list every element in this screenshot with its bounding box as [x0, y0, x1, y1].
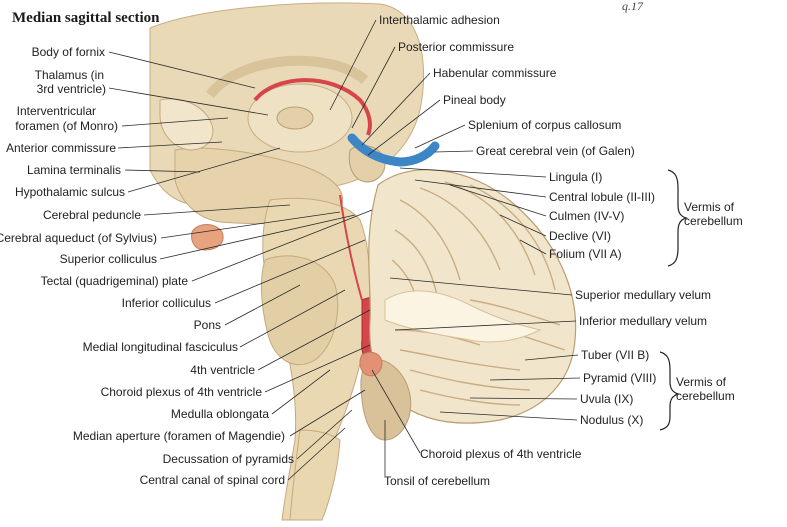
label-tonsil-of-cerebellum: Tonsil of cerebellum [384, 474, 490, 488]
label-central-lobule: Central lobule (II-III) [549, 190, 655, 204]
label-anterior-commissure: Anterior commissure [6, 141, 116, 155]
spinal-cord-shape [289, 429, 341, 521]
label-nodulus: Nodulus (X) [580, 413, 643, 427]
label-interthalamic-adhesion: Interthalamic adhesion [379, 13, 500, 27]
cerebral-aqueduct-line [339, 194, 363, 301]
label-choroid-plexus-left: Choroid plexus of 4th ventricle [101, 385, 263, 399]
leader-lines [108, 19, 581, 481]
figure-title: Median sagittal section [12, 10, 160, 26]
label-interventricular-line1: Interventricular [17, 104, 96, 118]
arbor-vitae-shape [384, 290, 542, 343]
label-uvula: Uvula (IX) [580, 392, 633, 406]
vermis-brace-lower [659, 351, 680, 431]
cerebellum-shape [368, 169, 577, 424]
pons-shape [260, 255, 339, 366]
label-cerebral-peduncle: Cerebral peduncle [43, 208, 141, 222]
label-habenular-commissure: Habenular commissure [433, 66, 557, 80]
label-vermis-lower-line2: cerebellum [676, 389, 735, 403]
label-pons: Pons [194, 318, 221, 332]
label-hypothalamic-sulcus: Hypothalamic sulcus [15, 185, 125, 199]
label-medulla-oblongata: Medulla oblongata [171, 407, 269, 421]
label-median-aperture: Median aperture (foramen of Magendie) [73, 429, 285, 443]
label-inferior-colliculus: Inferior colliculus [122, 296, 211, 310]
label-decussation-of-pyramids: Decussation of pyramids [163, 452, 294, 466]
third-ventricle-line [253, 78, 372, 136]
label-superior-medullary-velum: Superior medullary velum [575, 288, 711, 302]
label-vermis-upper-line2: cerebellum [684, 214, 743, 228]
label-thalamus-line1: Thalamus (in [35, 68, 104, 82]
brace-labels: Vermis of cerebellum Vermis of cerebellu… [676, 200, 743, 403]
pituitary-shape [191, 224, 224, 251]
label-folium: Folium (VII A) [549, 247, 622, 261]
label-cerebral-aqueduct: Cerebral aqueduct (of Sylvius) [0, 231, 157, 245]
label-4th-ventricle: 4th ventricle [190, 363, 255, 377]
interthalamic-adhesion-shape [276, 106, 314, 130]
choroid-plexus-shape [359, 351, 383, 377]
label-pineal-body: Pineal body [443, 93, 506, 107]
label-great-cerebral-vein: Great cerebral vein (of Galen) [476, 144, 635, 158]
label-medial-longitudinal-fasciculus: Medial longitudinal fasciculus [83, 340, 238, 354]
label-vermis-upper-line1: Vermis of [684, 200, 735, 214]
label-choroid-plexus-bottom: Choroid plexus of 4th ventricle [420, 447, 582, 461]
label-culmen: Culmen (IV-V) [549, 209, 624, 223]
label-thalamus-line2: 3rd ventricle) [37, 82, 106, 96]
label-body-of-fornix: Body of fornix [32, 45, 105, 59]
left-labels: Body of fornix Thalamus (in 3rd ventricl… [0, 45, 294, 487]
label-pyramid: Pyramid (VIII) [583, 371, 656, 385]
right-labels: Interthalamic adhesion Posterior commiss… [379, 13, 711, 427]
label-vermis-lower-line1: Vermis of [676, 375, 727, 389]
label-tuber: Tuber (VII B) [581, 348, 649, 362]
label-central-canal: Central canal of spinal cord [140, 473, 285, 487]
illustration [149, 2, 577, 521]
label-posterior-commissure: Posterior commissure [398, 40, 514, 54]
label-tectal-plate: Tectal (quadrigeminal) plate [41, 274, 189, 288]
label-superior-colliculus: Superior colliculus [60, 252, 157, 266]
great-cerebral-vein-shape [347, 133, 440, 167]
label-lingula: Lingula (I) [549, 170, 602, 184]
bottom-labels: Choroid plexus of 4th ventricle Tonsil o… [384, 447, 582, 488]
label-declive: Declive (VI) [549, 229, 611, 243]
label-lamina-terminalis: Lamina terminalis [27, 163, 121, 177]
corner-mark: q.17 [622, 0, 644, 13]
label-interventricular-line2: foramen (of Monro) [15, 119, 118, 133]
vermis-brace-upper [667, 169, 688, 267]
label-splenium: Splenium of corpus callosum [468, 118, 621, 132]
label-inferior-medullary-velum: Inferior medullary velum [579, 314, 707, 328]
